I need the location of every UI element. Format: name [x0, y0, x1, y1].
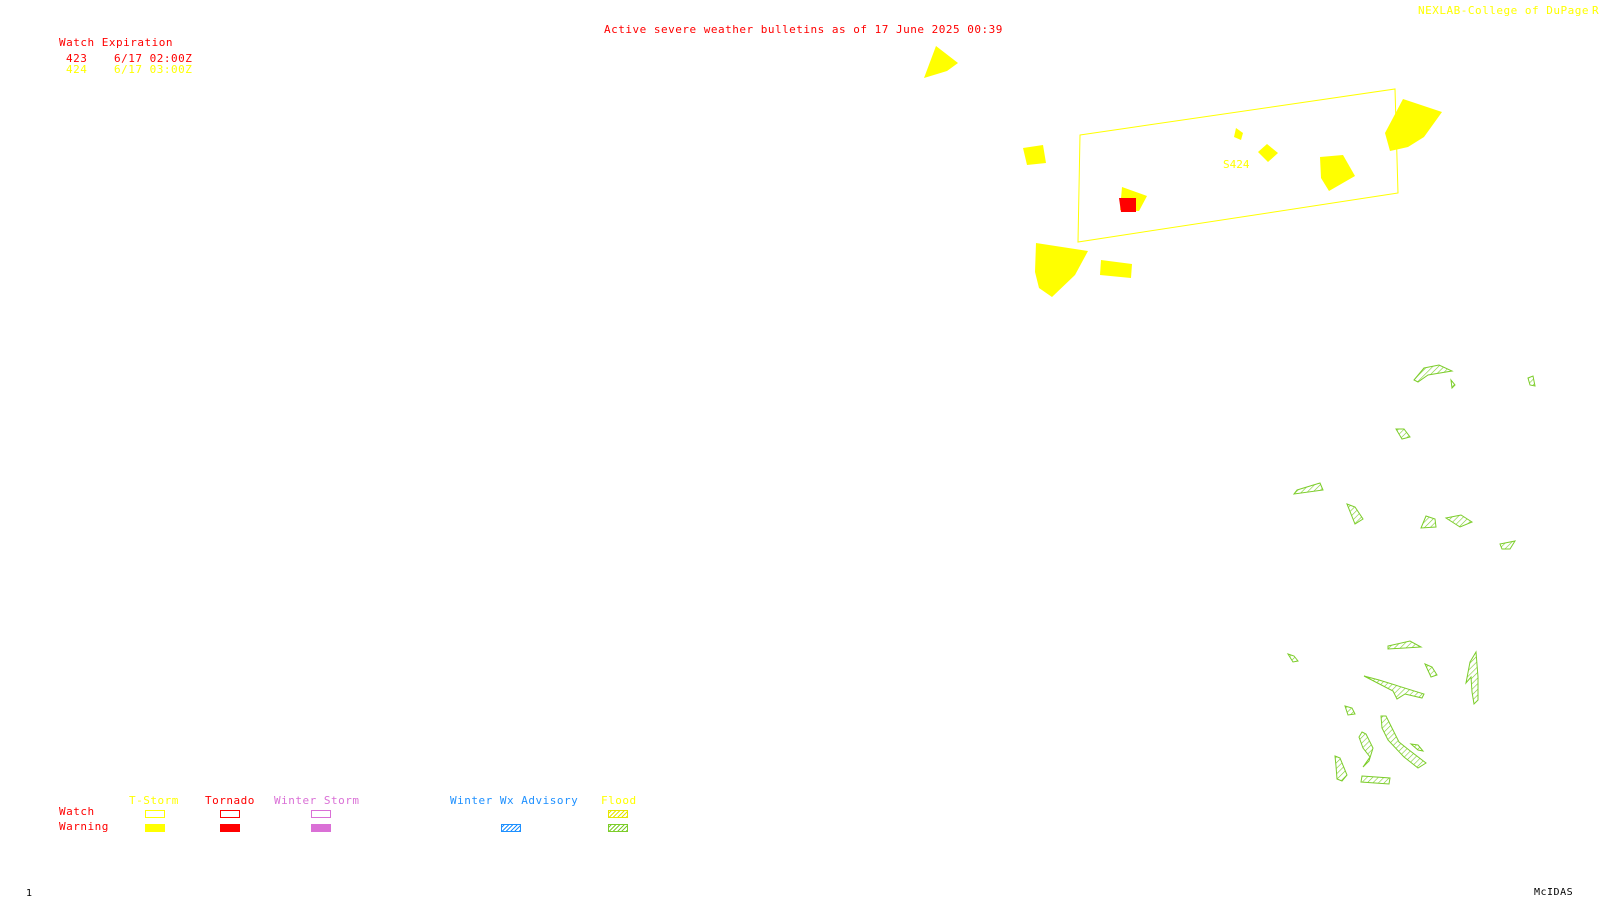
flood-warning[interactable] — [1424, 663, 1438, 678]
tstorm-warning[interactable] — [1100, 260, 1132, 278]
flood-warning[interactable] — [1465, 650, 1479, 706]
flood-warning[interactable] — [1387, 640, 1423, 650]
watch-expires: 6/17 03:00Z — [114, 63, 193, 76]
flood-warning[interactable] — [1444, 514, 1474, 528]
watch-number: 423 — [66, 52, 88, 65]
flood-warning[interactable] — [1363, 675, 1425, 700]
flood-warning[interactable] — [1360, 775, 1391, 785]
tornado-watch-swatch — [220, 810, 240, 818]
legend-row-warning: Warning — [59, 820, 109, 833]
tstorm-warning[interactable] — [1258, 144, 1278, 162]
tstorm-warning[interactable] — [1385, 99, 1442, 151]
flood-warning[interactable] — [1499, 540, 1517, 550]
watch-expires: 6/17 02:00Z — [114, 52, 193, 65]
credit-label: NEXLAB-College of DuPage — [1418, 4, 1589, 17]
flood-warning-swatch — [608, 824, 628, 832]
flood-watch-swatch — [608, 810, 628, 818]
flood-warning[interactable] — [1346, 503, 1364, 525]
legend-column-flood: Flood — [601, 794, 637, 807]
software-label: McIDAS — [1534, 887, 1574, 898]
flood-warning[interactable] — [1292, 482, 1324, 495]
flood-warning[interactable] — [1409, 743, 1425, 752]
tstorm-warning[interactable] — [1320, 155, 1355, 191]
flood-warning[interactable] — [1527, 375, 1536, 387]
bulletin-title: Active severe weather bulletins as of 17… — [604, 23, 1003, 36]
flood-warning[interactable] — [1286, 653, 1299, 663]
frame-number: 1 — [26, 888, 33, 899]
flood-warning[interactable] — [1420, 515, 1437, 529]
legend-column-tstorm: T-Storm — [129, 794, 179, 807]
flood-warning[interactable] — [1358, 731, 1374, 768]
tstorm-warning[interactable] — [1023, 145, 1046, 165]
winter-storm-warning-swatch — [311, 824, 331, 832]
flood-warning[interactable] — [1334, 755, 1348, 782]
legend-row-watch: Watch — [59, 805, 95, 818]
tstorm-warning[interactable] — [924, 46, 958, 78]
tstorm-warning[interactable] — [1035, 243, 1088, 297]
flood-warning[interactable] — [1413, 364, 1454, 383]
credit-mark: R — [1592, 4, 1600, 17]
watch-424-outline[interactable] — [1077, 88, 1399, 243]
tornado-warning[interactable] — [1119, 198, 1136, 212]
flood-warning[interactable] — [1344, 705, 1356, 716]
tornado-warning-swatch — [220, 824, 240, 832]
watch-424-label: S424 — [1223, 158, 1250, 171]
legend-column-winter-advisory: Winter Wx Advisory — [450, 794, 579, 807]
watch-number: 424 — [66, 63, 88, 76]
flood-warning[interactable] — [1395, 428, 1411, 440]
winter-advisory-swatch — [501, 824, 521, 832]
legend-column-winter-storm: Winter Storm — [274, 794, 360, 807]
watch-expiration-heading: Watch Expiration — [59, 36, 173, 49]
winter-storm-watch-swatch — [311, 810, 331, 818]
tstorm-warning[interactable] — [1234, 128, 1243, 140]
tstorm-warning-swatch — [145, 824, 165, 832]
legend-column-tornado: Tornado — [205, 794, 255, 807]
flood-warning[interactable] — [1450, 378, 1456, 390]
tstorm-watch-swatch — [145, 810, 165, 818]
flood-warning[interactable] — [1380, 715, 1427, 769]
